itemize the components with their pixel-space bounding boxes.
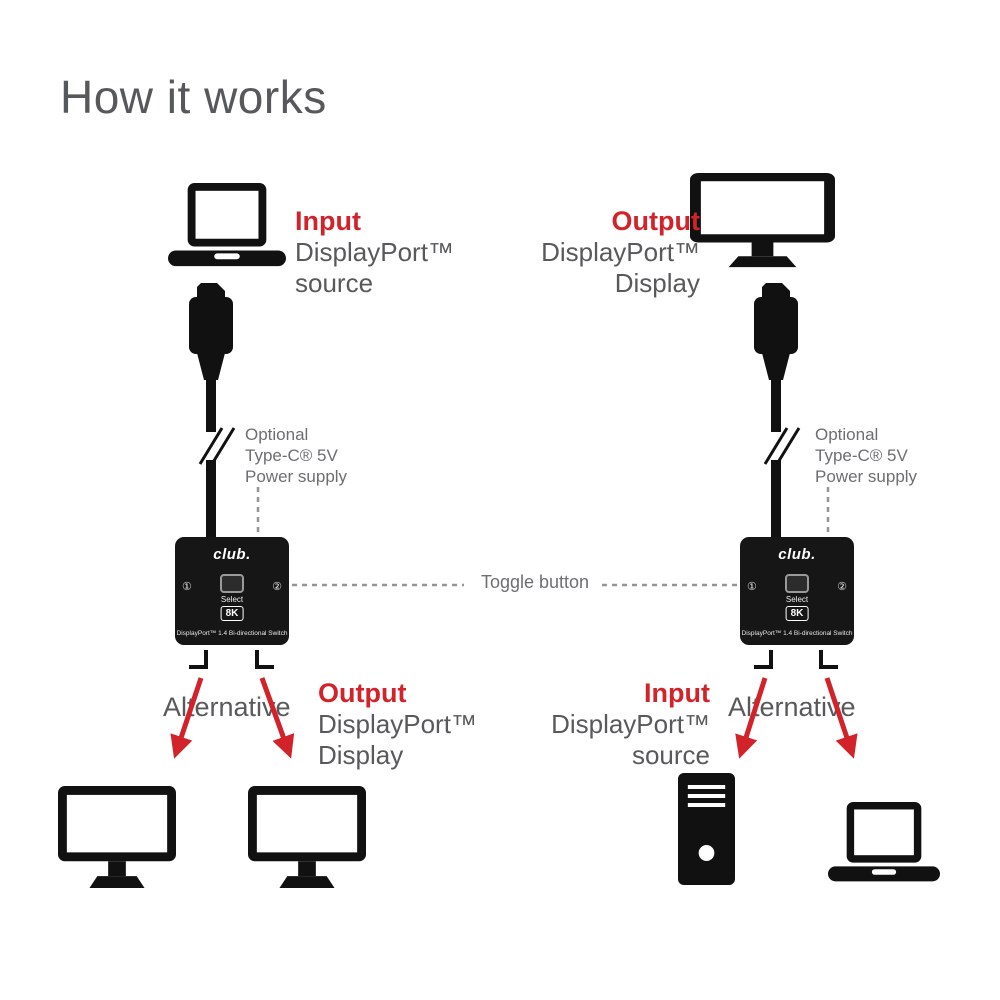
left-bottom-label-line2: DisplayPort™ [318, 709, 477, 739]
left-power-note-line2: Type-C® 5V [245, 446, 338, 465]
port-2-label: ② [837, 581, 847, 593]
monitor-icon [58, 786, 176, 889]
monitor-icon [248, 786, 366, 889]
right-bottom-label-line3: source [631, 740, 710, 770]
monitor-icon [690, 173, 835, 268]
right-bottom-label-line2: DisplayPort™ [551, 709, 710, 739]
left-bottom-label: Output DisplayPort™ Display [318, 678, 477, 771]
displayport-connector-right [754, 283, 798, 541]
page-title: How it works [60, 71, 327, 123]
left-power-note-line1: Optional [245, 425, 309, 444]
left-power-note: Optional Type-C® 5V Power supply [245, 424, 347, 487]
port-1-label: ① [182, 581, 192, 593]
port-bracket [189, 650, 208, 669]
left-top-label: Input DisplayPort™ source [295, 206, 454, 299]
displayport-connector-left [189, 283, 233, 541]
left-top-label-line3: source [295, 268, 374, 298]
laptop-icon [828, 802, 940, 882]
right-power-note-line2: Type-C® 5V [815, 446, 908, 465]
dp-switch-left: club. ① ② Select 8K DisplayPort™ 1.4 Bi-… [175, 537, 289, 645]
right-top-label: Output DisplayPort™ Display [541, 206, 700, 299]
8k-badge: 8K [220, 606, 244, 621]
left-bottom-label-line3: Display [318, 740, 404, 770]
dp-switch-right: club. ① ② Select 8K DisplayPort™ 1.4 Bi-… [740, 537, 854, 645]
right-top-label-emphasis: Output [611, 206, 700, 236]
select-label: Select [220, 595, 244, 604]
club3d-logo: club. [778, 546, 816, 563]
desktop-tower-icon [678, 773, 735, 885]
port-bracket [754, 650, 773, 669]
left-top-label-emphasis: Input [295, 206, 361, 236]
right-power-note: Optional Type-C® 5V Power supply [815, 424, 917, 487]
left-alternative-label: Alternative [163, 692, 291, 722]
select-button [785, 574, 809, 593]
switch-caption: DisplayPort™ 1.4 Bi-directional Switch [741, 630, 853, 637]
toggle-button-label: Toggle button [480, 572, 590, 592]
switch-caption: DisplayPort™ 1.4 Bi-directional Switch [176, 630, 288, 637]
port-bracket [819, 650, 838, 669]
select-label: Select [785, 595, 809, 604]
port-bracket [255, 650, 274, 669]
left-bottom-label-emphasis: Output [318, 678, 407, 708]
right-top-label-line3: Display [614, 268, 700, 298]
right-bottom-label: Input DisplayPort™ source [551, 678, 710, 771]
laptop-icon [168, 183, 286, 267]
right-alternative-label: Alternative [728, 692, 856, 722]
port-2-label: ② [272, 581, 282, 593]
right-top-label-line2: DisplayPort™ [541, 237, 700, 267]
right-bottom-label-emphasis: Input [644, 678, 710, 708]
club3d-logo: club. [213, 546, 251, 563]
8k-badge: 8K [785, 606, 809, 621]
select-button [220, 574, 244, 593]
port-1-label: ① [747, 581, 757, 593]
right-power-note-line1: Optional [815, 425, 879, 444]
left-power-note-line3: Power supply [245, 467, 348, 486]
right-power-note-line3: Power supply [815, 467, 918, 486]
left-top-label-line2: DisplayPort™ [295, 237, 454, 267]
